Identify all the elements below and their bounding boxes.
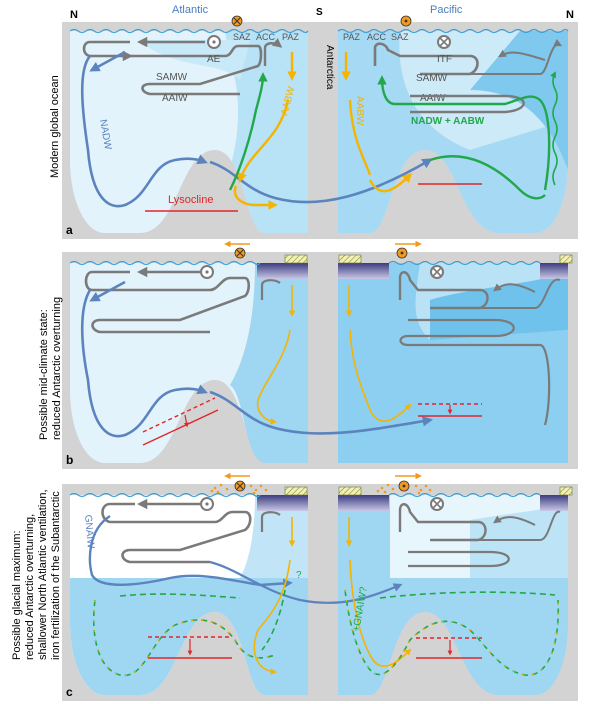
panel-c-side-label-2: reduced Antarctic overturning, bbox=[24, 514, 36, 660]
panel-b-side-label-2: reduced Antarctic overturning bbox=[51, 297, 63, 440]
south-label: S bbox=[316, 7, 323, 18]
question-mark-label: ? bbox=[296, 570, 302, 581]
ice-shelf-north-pacific bbox=[540, 263, 568, 279]
panel-a: Antarctica Lysocline AE SAZ ACC PAZ SAMW… bbox=[49, 15, 578, 239]
ice-shelf-atlantic bbox=[257, 263, 308, 279]
aabw-right-label: AABW bbox=[354, 96, 365, 126]
aaiw-left-label: AAIW bbox=[162, 93, 188, 104]
panel-c: GNAIW ? +GNAIW? Possible glacial maximum… bbox=[11, 472, 578, 701]
antarctica-label: Antarctica bbox=[324, 45, 335, 90]
itf-label: ITF bbox=[437, 54, 452, 65]
gnaiw-label: GNAIW bbox=[82, 514, 96, 549]
ae-label: AE bbox=[207, 54, 221, 65]
panel-b-side-label-1: Possible mid-climate state: bbox=[38, 309, 50, 440]
panel-a-letter: a bbox=[66, 223, 73, 237]
acc-right-label: ACC bbox=[367, 32, 387, 42]
saz-right-label: SAZ bbox=[391, 32, 409, 42]
panel-a-side-label: Modern global ocean bbox=[49, 75, 61, 178]
samw-right-label: SAMW bbox=[416, 73, 448, 84]
panel-c-side-label-3: shallower North Atlantic ventilation, bbox=[37, 489, 49, 660]
pacific-label: Pacific bbox=[430, 4, 463, 16]
panel-b: Possible mid-climate state: reduced Anta… bbox=[38, 240, 578, 469]
north-right-label: N bbox=[566, 9, 574, 21]
ice-shelf-pacific bbox=[338, 263, 389, 279]
panel-b-letter: b bbox=[66, 453, 73, 467]
panel-c-letter: c bbox=[66, 685, 73, 699]
paz-right-label: PAZ bbox=[343, 32, 360, 42]
nadw-label: NADW bbox=[97, 119, 113, 152]
paz-left-label: PAZ bbox=[282, 32, 299, 42]
aaiw-right-label: AAIW bbox=[420, 93, 446, 104]
dust-cloud-atlantic bbox=[210, 483, 268, 495]
dust-cloud-pacific bbox=[376, 483, 432, 495]
acc-left-label: ACC bbox=[256, 32, 276, 42]
lysocline-label: Lysocline bbox=[168, 194, 213, 206]
atlantic-label: Atlantic bbox=[172, 4, 209, 16]
panel-c-side-label-4: iron fertilization of the Subantarctic bbox=[50, 491, 62, 660]
saz-left-label: SAZ bbox=[233, 32, 251, 42]
samw-left-label: SAMW bbox=[156, 72, 188, 83]
panel-c-side-label-1: Possible glacial maximum: bbox=[11, 530, 23, 660]
nadw-aabw-label: NADW + AABW bbox=[411, 116, 485, 127]
north-left-label: N bbox=[70, 9, 78, 21]
